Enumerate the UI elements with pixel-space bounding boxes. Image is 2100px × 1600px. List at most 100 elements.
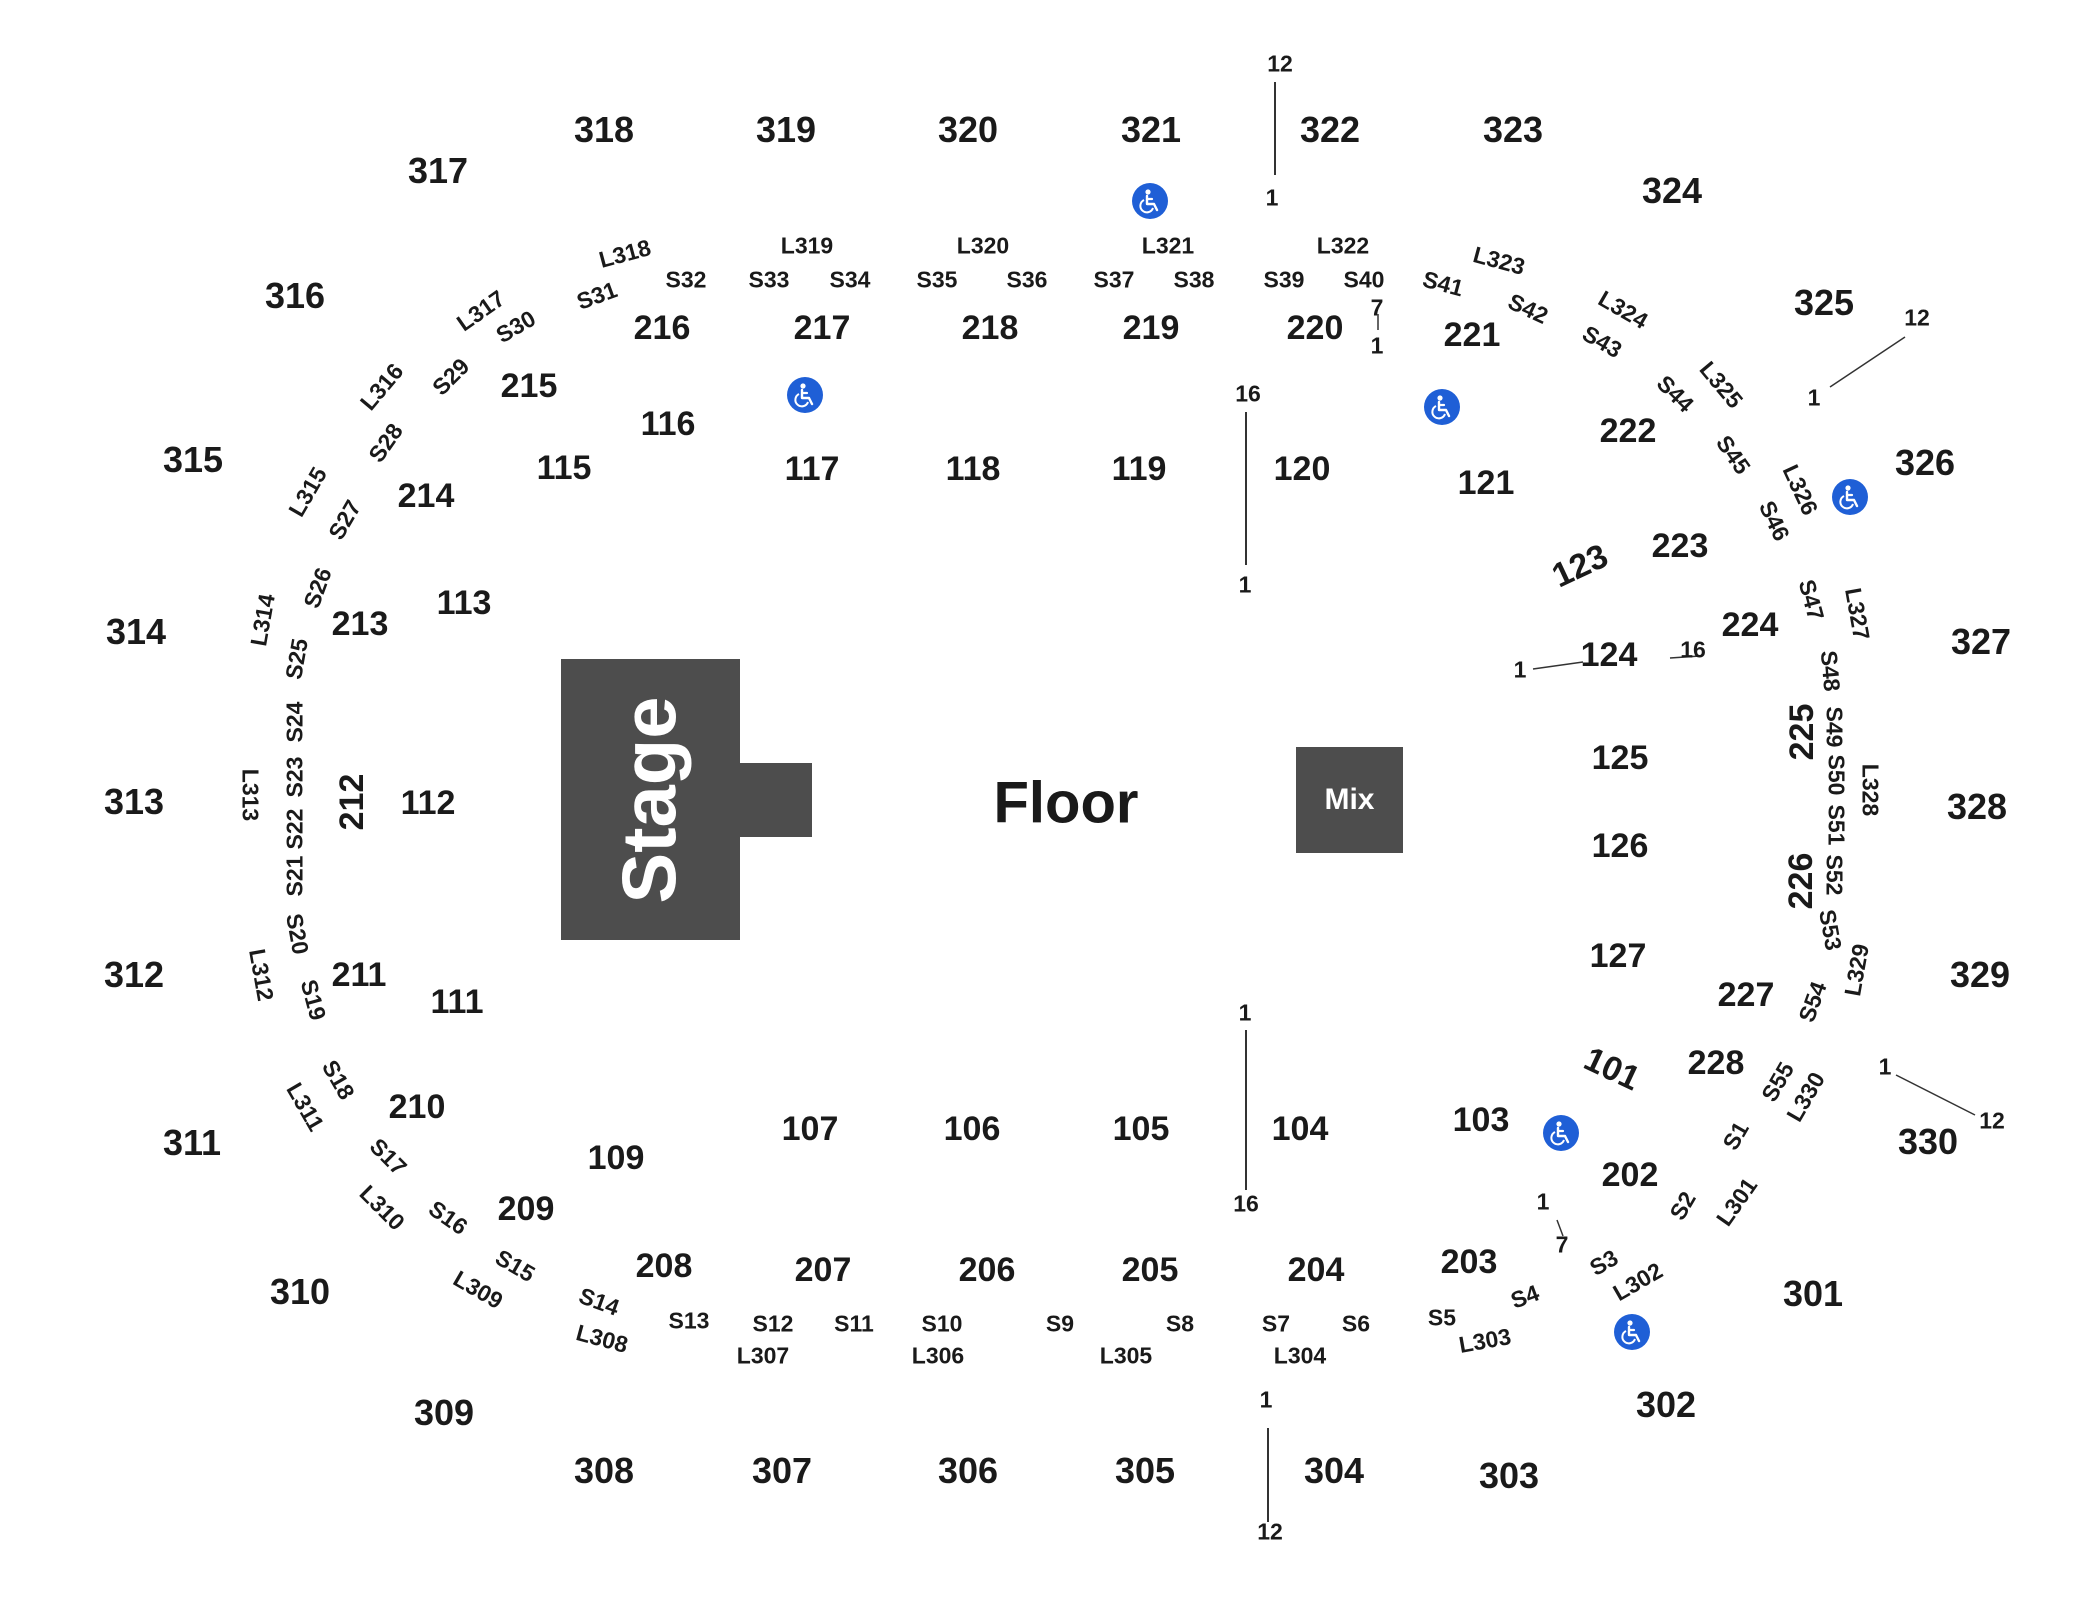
section-125[interactable]: 125 [1591, 739, 1649, 777]
suite-s1[interactable]: S1 [1717, 1117, 1754, 1155]
suite-s38[interactable]: S38 [1173, 266, 1215, 293]
section-322[interactable]: 322 [1299, 109, 1361, 150]
loge-l323[interactable]: L323 [1470, 241, 1528, 280]
section-308[interactable]: 308 [573, 1450, 635, 1491]
section-213[interactable]: 213 [331, 605, 389, 643]
section-224[interactable]: 224 [1721, 606, 1779, 644]
suite-s19[interactable]: S19 [295, 976, 332, 1024]
loge-l312[interactable]: L312 [244, 946, 279, 1003]
section-320[interactable]: 320 [937, 109, 999, 150]
section-127[interactable]: 127 [1589, 937, 1647, 975]
suite-s2[interactable]: S2 [1664, 1187, 1701, 1225]
suite-s14[interactable]: S14 [575, 1282, 623, 1321]
section-330[interactable]: 330 [1897, 1121, 1959, 1162]
section-204[interactable]: 204 [1287, 1251, 1345, 1289]
section-109[interactable]: 109 [587, 1139, 645, 1177]
suite-s53[interactable]: S53 [1814, 907, 1847, 953]
section-119[interactable]: 119 [1111, 450, 1167, 488]
loge-l313[interactable]: L313 [237, 768, 264, 822]
suite-s43[interactable]: S43 [1578, 320, 1627, 364]
section-118[interactable]: 118 [945, 450, 1001, 488]
section-207[interactable]: 207 [794, 1251, 852, 1289]
suite-s49[interactable]: S49 [1821, 706, 1848, 748]
section-319[interactable]: 319 [755, 109, 817, 150]
suite-s22[interactable]: S22 [281, 808, 308, 850]
section-305[interactable]: 305 [1114, 1450, 1176, 1491]
loge-l306[interactable]: L306 [911, 1342, 965, 1369]
suite-s17[interactable]: S17 [364, 1132, 413, 1181]
suite-s16[interactable]: S16 [424, 1195, 473, 1240]
section-310[interactable]: 310 [269, 1271, 331, 1312]
section-113[interactable]: 113 [436, 584, 492, 622]
section-313[interactable]: 313 [103, 781, 165, 822]
loge-l311[interactable]: L311 [281, 1078, 330, 1136]
suite-s12[interactable]: S12 [752, 1310, 794, 1337]
section-304[interactable]: 304 [1303, 1450, 1365, 1491]
suite-s36[interactable]: S36 [1006, 266, 1048, 293]
section-225[interactable]: 225 [1783, 703, 1821, 761]
section-323[interactable]: 323 [1482, 109, 1544, 150]
section-123[interactable]: 123 [1546, 536, 1614, 596]
suite-s44[interactable]: S44 [1651, 369, 1700, 418]
suite-s42[interactable]: S42 [1504, 288, 1553, 329]
section-318[interactable]: 318 [573, 109, 635, 150]
section-112[interactable]: 112 [400, 784, 456, 822]
suite-s9[interactable]: S9 [1045, 1310, 1075, 1337]
section-209[interactable]: 209 [497, 1190, 555, 1228]
section-302[interactable]: 302 [1635, 1384, 1697, 1425]
suite-s34[interactable]: S34 [829, 266, 871, 293]
section-126[interactable]: 126 [1591, 827, 1649, 865]
section-317[interactable]: 317 [407, 150, 469, 191]
suite-s29[interactable]: S29 [426, 352, 475, 401]
loge-l320[interactable]: L320 [956, 232, 1010, 259]
section-214[interactable]: 214 [397, 477, 455, 515]
section-221[interactable]: 221 [1443, 316, 1501, 354]
suite-s41[interactable]: S41 [1419, 265, 1467, 302]
suite-s24[interactable]: S24 [281, 701, 308, 743]
loge-l315[interactable]: L315 [283, 462, 332, 521]
section-328[interactable]: 328 [1946, 786, 2008, 827]
suite-s35[interactable]: S35 [916, 266, 958, 293]
suite-s37[interactable]: S37 [1093, 266, 1135, 293]
loge-l319[interactable]: L319 [780, 232, 834, 259]
section-206[interactable]: 206 [958, 1251, 1016, 1289]
suite-s47[interactable]: S47 [1793, 576, 1830, 624]
loge-l304[interactable]: L304 [1273, 1342, 1327, 1369]
section-117[interactable]: 117 [784, 450, 840, 488]
section-212[interactable]: 212 [333, 773, 371, 831]
section-104[interactable]: 104 [1271, 1110, 1329, 1148]
loge-l321[interactable]: L321 [1141, 232, 1195, 259]
loge-l329[interactable]: L329 [1839, 941, 1874, 998]
section-211[interactable]: 211 [331, 956, 387, 994]
floor-label[interactable]: Floor [993, 770, 1139, 836]
loge-l318[interactable]: L318 [596, 234, 654, 273]
section-222[interactable]: 222 [1599, 412, 1657, 450]
section-218[interactable]: 218 [961, 309, 1019, 347]
suite-s46[interactable]: S46 [1754, 496, 1795, 545]
section-208[interactable]: 208 [635, 1247, 693, 1285]
section-217[interactable]: 217 [793, 309, 851, 347]
section-321[interactable]: 321 [1120, 109, 1182, 150]
suite-s8[interactable]: S8 [1165, 1310, 1195, 1337]
section-309[interactable]: 309 [413, 1392, 475, 1433]
suite-s33[interactable]: S33 [748, 266, 790, 293]
suite-s23[interactable]: S23 [281, 756, 308, 798]
loge-l303[interactable]: L303 [1456, 1323, 1513, 1358]
section-329[interactable]: 329 [1949, 954, 2011, 995]
section-303[interactable]: 303 [1478, 1455, 1540, 1496]
loge-l309[interactable]: L309 [449, 1265, 508, 1314]
section-228[interactable]: 228 [1687, 1044, 1745, 1082]
section-107[interactable]: 107 [781, 1110, 839, 1148]
loge-l316[interactable]: L316 [354, 358, 409, 416]
section-227[interactable]: 227 [1717, 976, 1775, 1014]
section-216[interactable]: 216 [633, 309, 691, 347]
suite-s10[interactable]: S10 [921, 1310, 963, 1337]
loge-l327[interactable]: L327 [1840, 585, 1875, 642]
suite-s52[interactable]: S52 [1821, 854, 1848, 896]
section-219[interactable]: 219 [1122, 309, 1180, 347]
section-327[interactable]: 327 [1950, 621, 2012, 662]
suite-s13[interactable]: S13 [668, 1307, 710, 1334]
section-115[interactable]: 115 [536, 449, 592, 487]
section-203[interactable]: 203 [1440, 1243, 1498, 1281]
suite-s7[interactable]: S7 [1261, 1310, 1291, 1337]
